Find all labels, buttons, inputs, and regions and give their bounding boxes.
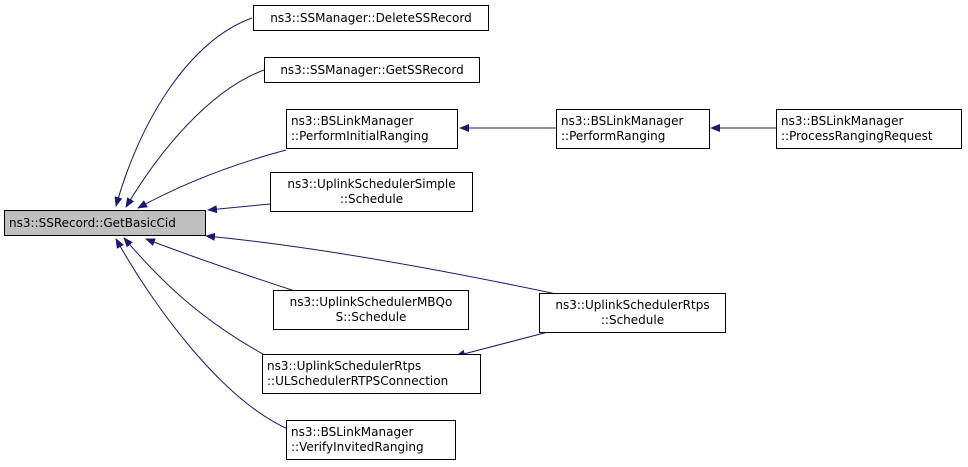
node-perform-initial-ranging[interactable]: ns3::BSLinkManager ::PerformInitialRangi… (286, 109, 458, 149)
edge-verify-to-root (115, 238, 291, 431)
node-label: ns3::SSManager::DeleteSSRecord (270, 10, 472, 25)
edge-rtps-sched-to-root (205, 232, 567, 297)
node-get-ss-record[interactable]: ns3::SSManager::GetSSRecord (264, 57, 480, 83)
node-label-line1: ns3::UplinkSchedulerMBQo (289, 295, 453, 309)
node-label-line2: ::PerformInitialRanging (291, 129, 429, 143)
edge-simple-to-root (207, 203, 271, 214)
node-uplink-mbqos-schedule[interactable]: ns3::UplinkSchedulerMBQo S::Schedule (273, 290, 469, 330)
node-label-line2: ::Schedule (339, 192, 404, 206)
edge-rtps-sched-to-rtpsconn (455, 331, 549, 358)
node-perform-ranging[interactable]: ns3::BSLinkManager ::PerformRanging (556, 109, 710, 149)
node-label-line1: ns3::BSLinkManager (561, 114, 684, 128)
node-label: ns3::SSRecord::GetBasicCid (9, 215, 176, 230)
node-label-line1: ns3::UplinkSchedulerRtps (267, 359, 422, 373)
node-label-line2: ::PerformRanging (561, 129, 666, 143)
node-label-line2: ::ULSchedulerRTPSConnection (267, 374, 449, 388)
node-verify-invited-ranging[interactable]: ns3::BSLinkManager ::VerifyInvitedRangin… (286, 420, 456, 460)
node-label-line1: ns3::BSLinkManager (291, 114, 414, 128)
node-label-line1: ns3::UplinkSchedulerRtps (555, 298, 710, 312)
edge-pir-to-root (137, 149, 287, 209)
node-label-line2: S::Schedule (335, 310, 407, 324)
node-uplink-rtps-schedule[interactable]: ns3::UplinkSchedulerRtps ::Schedule (539, 293, 726, 333)
edge-mbqos-to-root (145, 238, 299, 293)
node-label-line1: ns3::BSLinkManager (291, 425, 414, 439)
edge-delete-to-root (114, 17, 253, 207)
edge-getss-to-root (125, 69, 265, 208)
node-uplink-rtps-connection[interactable]: ns3::UplinkSchedulerRtps ::ULSchedulerRT… (262, 354, 481, 394)
node-label-line1: ns3::UplinkSchedulerSimple (287, 177, 456, 191)
node-label-line2: ::Schedule (600, 313, 665, 327)
node-label-line2: ::VerifyInvitedRanging (291, 440, 424, 454)
node-root-get-basic-cid: ns3::SSRecord::GetBasicCid (4, 210, 206, 236)
node-label-line1: ns3::BSLinkManager (781, 114, 904, 128)
node-label-line2: ::ProcessRangingRequest (781, 129, 933, 143)
node-label: ns3::SSManager::GetSSRecord (280, 62, 464, 77)
node-uplink-simple-schedule[interactable]: ns3::UplinkSchedulerSimple ::Schedule (270, 172, 473, 212)
node-process-ranging-request[interactable]: ns3::BSLinkManager ::ProcessRangingReque… (776, 109, 962, 149)
node-delete-ss-record[interactable]: ns3::SSManager::DeleteSSRecord (253, 5, 489, 31)
edge-rtpsconn-to-root (123, 237, 271, 359)
